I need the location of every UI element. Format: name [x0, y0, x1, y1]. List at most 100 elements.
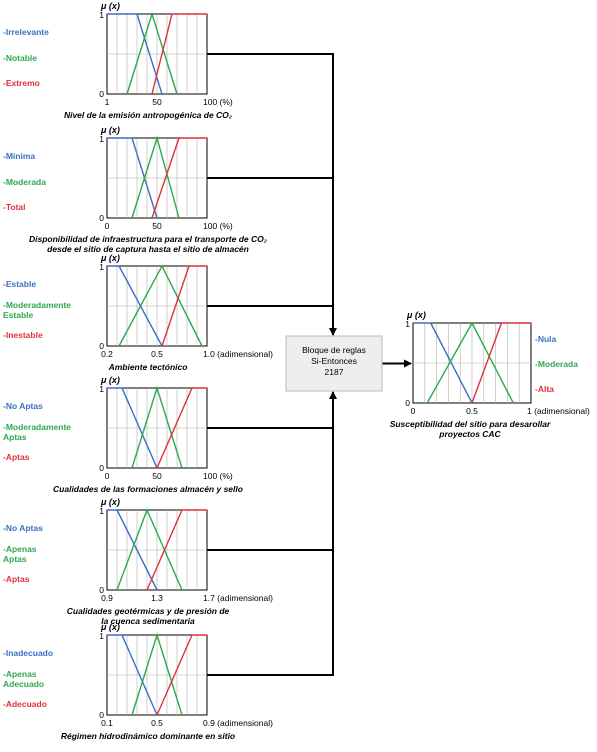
- input-4-chart: μ (x)1 00 50 100 (%) -No Aptas -Moderadamente…: [3, 375, 243, 494]
- x-tick-label: 0: [411, 406, 416, 416]
- chart-title: Régimen hidrodinámico dominante en sitio: [61, 731, 235, 741]
- y-tick-label: 0: [99, 89, 104, 99]
- membership-function-green: [126, 11, 178, 95]
- y-tick-label: 0: [99, 463, 104, 473]
- x-tick-label: 0.9 (adimensional): [203, 718, 273, 728]
- y-tick-label: 1: [99, 10, 104, 20]
- rule-block-label: 2187: [325, 367, 344, 377]
- mu-label: μ (x): [100, 125, 120, 135]
- x-tick-label: 0.5: [151, 718, 163, 728]
- state-label-red: -Extremo: [3, 78, 40, 88]
- membership-function-green: [426, 321, 514, 404]
- y-tick-label: 0: [99, 213, 104, 223]
- mu-label: μ (x): [100, 1, 120, 11]
- y-tick-label: 0: [99, 585, 104, 595]
- state-label-green: -Moderadamente: [3, 300, 71, 310]
- membership-function-blue: [107, 265, 163, 347]
- x-tick-label: 100 (%): [203, 221, 233, 231]
- state-label-green: -Moderada: [3, 177, 46, 187]
- membership-function-red: [471, 322, 531, 404]
- state-label-green: -Moderada: [535, 359, 578, 369]
- x-tick-label: 50: [152, 221, 162, 231]
- state-label-green: Aptas: [3, 554, 27, 564]
- chart-title: Cualidades de las formaciones almacén y …: [53, 484, 243, 494]
- state-label-red: -Inestable: [3, 330, 43, 340]
- x-tick-label: 1.3: [151, 593, 163, 603]
- x-tick-label: 50: [152, 471, 162, 481]
- y-tick-label: 1: [99, 262, 104, 272]
- membership-function-green: [118, 264, 203, 347]
- rule-block-label: Bloque de reglas: [302, 345, 366, 355]
- x-tick-label: 100 (%): [203, 97, 233, 107]
- chart-title: Cualidades geotérmicas y de presión de: [67, 606, 230, 616]
- state-label-blue: -Estable: [3, 279, 36, 289]
- chart-title: desde el sitio de captura hasta el sitio…: [47, 244, 249, 254]
- membership-function-green: [131, 135, 180, 219]
- chart-title: Nivel de la emisión antropogénica de CO₂: [64, 110, 233, 120]
- x-tick-label: 0.9: [101, 593, 113, 603]
- y-tick-label: 0: [405, 398, 410, 408]
- x-tick-label: 50: [152, 97, 162, 107]
- mu-label: μ (x): [406, 310, 426, 320]
- membership-function-green: [116, 508, 183, 591]
- membership-function-green: [131, 385, 183, 469]
- y-tick-label: 0: [99, 710, 104, 720]
- membership-function-blue: [107, 634, 158, 716]
- x-tick-label: 1 (adimensional): [527, 406, 590, 416]
- state-label-green: Aptas: [3, 432, 27, 442]
- membership-function-blue: [107, 13, 163, 95]
- membership-function-green: [131, 632, 183, 716]
- membership-function-blue: [107, 137, 158, 219]
- state-label-green: -Notable: [3, 53, 37, 63]
- chart-title: Ambiente tectónico: [108, 362, 188, 372]
- connector-lines: [207, 53, 412, 676]
- state-label-red: -Alta: [535, 384, 554, 394]
- state-label-red: -Aptas: [3, 574, 30, 584]
- output-chart: μ (x)1 00 0.5 1 (adimensional) -Nula -Moderad…: [390, 310, 590, 439]
- chart-title: la cuenca sedimentaria: [101, 616, 195, 626]
- x-tick-label: 0: [105, 221, 110, 231]
- y-tick-label: 0: [99, 341, 104, 351]
- membership-function-blue: [107, 509, 158, 591]
- state-label-green: -Moderadamente: [3, 422, 71, 432]
- membership-function-red: [146, 509, 207, 591]
- state-label-green: Estable: [3, 310, 34, 320]
- mu-label: μ (x): [100, 253, 120, 263]
- mu-label: μ (x): [100, 497, 120, 507]
- membership-function-red: [161, 265, 207, 347]
- state-label-blue: -Mínima: [3, 151, 35, 161]
- mu-label: μ (x): [100, 375, 120, 385]
- state-label-green: -Apenas: [3, 544, 37, 554]
- x-tick-label: 1.7 (adimensional): [203, 593, 273, 603]
- state-label-green: -Apenas: [3, 669, 37, 679]
- state-label-blue: -Nula: [535, 334, 557, 344]
- y-tick-label: 1: [99, 134, 104, 144]
- x-tick-label: 1: [105, 97, 110, 107]
- y-tick-label: 1: [99, 631, 104, 641]
- state-label-blue: -Inadecuado: [3, 648, 53, 658]
- x-tick-label: 0.1: [101, 718, 113, 728]
- chart-title: Disponibilidad de infraestructura para e…: [29, 234, 268, 244]
- y-tick-label: 1: [99, 384, 104, 394]
- chart-title: Susceptibilidad del sitio para desarolla…: [390, 419, 551, 429]
- state-label-red: -Aptas: [3, 452, 30, 462]
- x-tick-label: 0: [105, 471, 110, 481]
- mu-label: μ (x): [100, 622, 120, 632]
- x-tick-label: 100 (%): [203, 471, 233, 481]
- y-tick-label: 1: [99, 506, 104, 516]
- membership-function-red: [156, 387, 207, 469]
- state-label-blue: -No Aptas: [3, 401, 43, 411]
- y-tick-label: 1: [405, 319, 410, 329]
- x-tick-label: 0.5: [466, 406, 478, 416]
- membership-function-red: [156, 634, 207, 716]
- state-label-green: Adecuado: [3, 679, 44, 689]
- x-tick-label: 1.0 (adimensional): [203, 349, 273, 359]
- membership-function-red: [151, 137, 207, 219]
